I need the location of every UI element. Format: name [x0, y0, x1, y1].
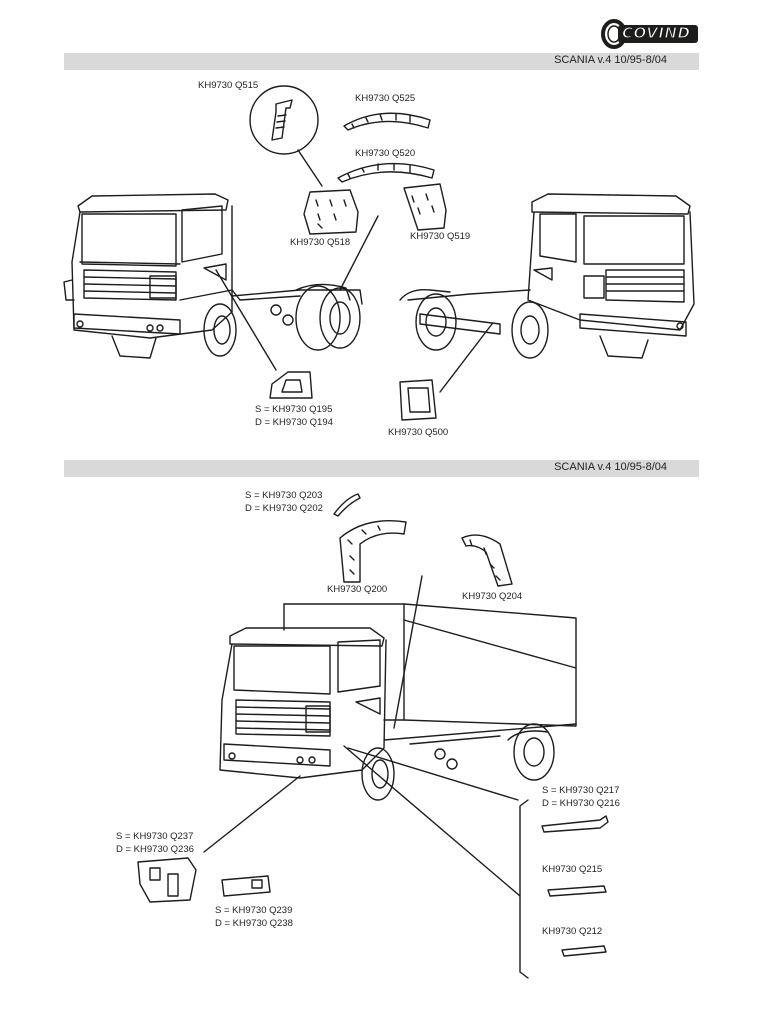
leader-line: [339, 215, 379, 291]
part-label: KH9730 Q518: [290, 237, 351, 248]
part-q515-illustration: [249, 85, 323, 187]
part-label: D = KH9730 Q202: [245, 503, 323, 514]
part-label: S = KH9730 Q237: [116, 831, 194, 842]
leader-line: [215, 269, 277, 371]
part-label: D = KH9730 Q194: [255, 417, 333, 428]
part-label: KH9730 Q525: [355, 93, 416, 104]
part-label: KH9730 Q204: [462, 591, 523, 602]
part-label: D = KH9730 Q238: [215, 918, 293, 929]
part-q520-illustration: [337, 162, 435, 183]
part-label: S = KH9730 Q203: [245, 490, 323, 501]
truck-front-view-illustration: [63, 193, 363, 359]
leader-line: [439, 323, 493, 393]
part-label: S = KH9730 Q217: [542, 785, 620, 796]
section-header-top: SCANIA v.4 10/95-8/04: [64, 53, 699, 70]
section-title: SCANIA v.4 10/95-8/04: [554, 54, 667, 66]
part-q239-illustration: [221, 875, 271, 897]
part-label: S = KH9730 Q195: [255, 404, 333, 415]
part-q500-illustration: [399, 379, 437, 421]
leader-line: [343, 745, 521, 897]
part-q212-illustration: [561, 945, 607, 957]
leader-line: [347, 747, 519, 801]
part-label: D = KH9730 Q216: [542, 798, 620, 809]
part-label: KH9730 Q212: [542, 926, 603, 937]
truck-side-view-illustration: [399, 193, 695, 359]
part-q200-illustration: [339, 520, 407, 583]
part-q195-illustration: [269, 371, 313, 399]
part-q204-illustration: [461, 534, 513, 587]
part-label: KH9730 Q520: [355, 148, 416, 159]
part-q215-illustration: [547, 885, 607, 897]
part-q519-illustration: [403, 183, 447, 231]
section-header-bottom: SCANIA v.4 10/95-8/04: [64, 460, 699, 477]
part-label: KH9730 Q215: [542, 864, 603, 875]
part-q203-illustration: [333, 493, 361, 517]
part-q237-illustration: [137, 857, 197, 903]
part-q525-illustration: [343, 112, 431, 131]
part-label: KH9730 Q519: [410, 231, 471, 242]
part-label: KH9730 Q515: [198, 80, 259, 91]
part-label: D = KH9730 Q236: [116, 844, 194, 855]
part-q518-illustration: [303, 189, 359, 235]
leader-line: [393, 575, 423, 729]
truck-box-body-illustration: [219, 603, 577, 801]
logo-swoosh-icon: [601, 19, 698, 49]
part-label: S = KH9730 Q239: [215, 905, 293, 916]
section-title: SCANIA v.4 10/95-8/04: [554, 461, 667, 473]
part-label: KH9730 Q500: [388, 427, 449, 438]
part-label: KH9730 Q200: [327, 584, 388, 595]
logo-text: COVIND: [621, 23, 691, 42]
bracket-line: [519, 799, 529, 979]
part-q217-illustration: [541, 815, 609, 833]
leader-line: [203, 775, 301, 853]
